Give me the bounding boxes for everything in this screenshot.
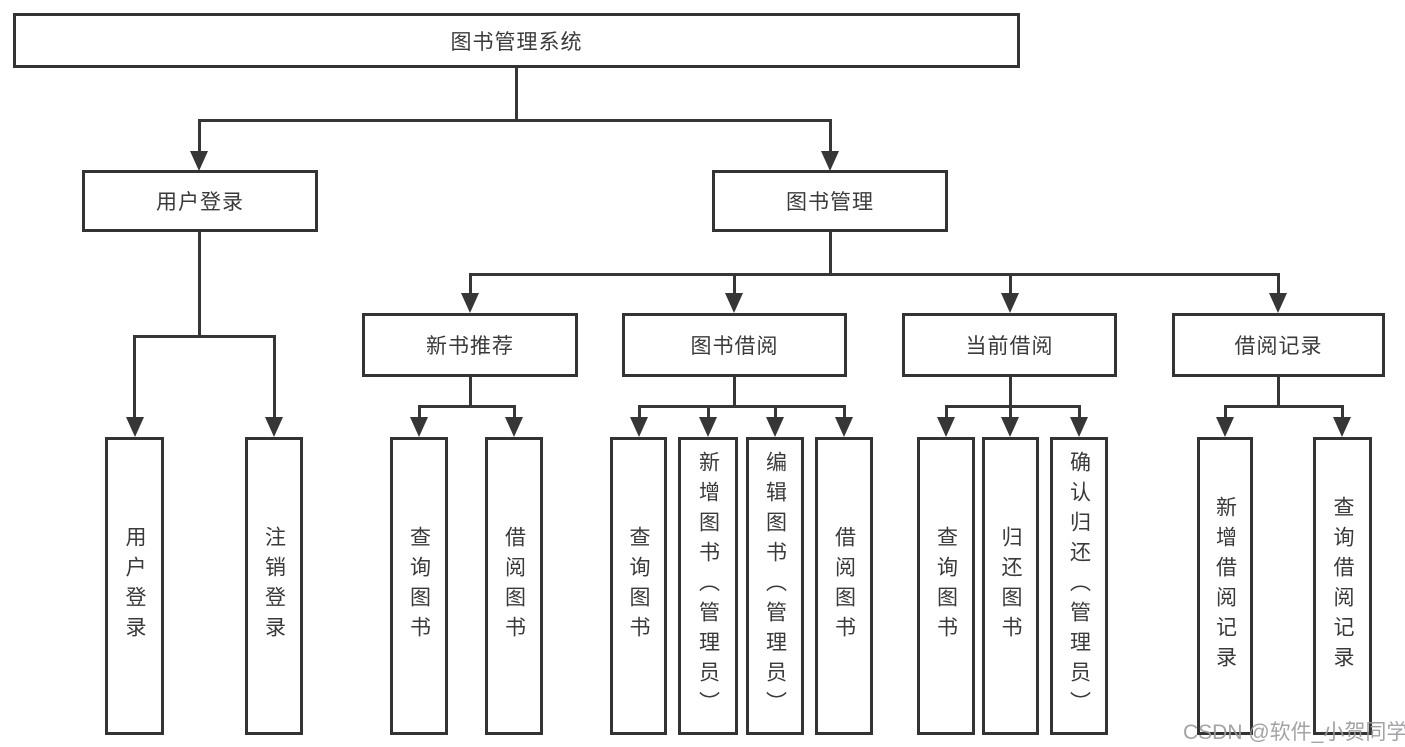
leaf-label: 新增图书（管理员）: [696, 451, 720, 721]
node-book-management: 图书管理: [712, 170, 948, 232]
connector-line: [1009, 376, 1012, 407]
connector-line: [829, 232, 832, 276]
arrow-down-icon: [190, 151, 208, 171]
node-label: 当前借阅: [965, 335, 1054, 358]
connector-line: [945, 405, 948, 419]
leaf-label: 查询图书: [407, 526, 431, 646]
connector-line: [469, 376, 472, 407]
leaf-label: 确认归还（管理员）: [1067, 451, 1091, 721]
node-label: 图书管理系统: [450, 30, 583, 54]
arrow-down-icon: [699, 417, 717, 437]
arrow-down-icon: [725, 293, 743, 313]
arrow-down-icon: [821, 151, 839, 171]
connector-line: [469, 273, 1280, 276]
connector-line: [1277, 376, 1280, 407]
arrow-down-icon: [265, 417, 283, 437]
node-label: 借阅记录: [1234, 335, 1323, 358]
watermark: CSDN @软件_小贺同学: [1183, 721, 1405, 744]
connector-line: [418, 405, 421, 419]
leaf-return-books: 归还图书: [982, 437, 1039, 735]
leaf-borrow-query-books: 查询图书: [610, 437, 667, 735]
leaf-recommend-borrow-books: 借阅图书: [485, 437, 543, 735]
connector-line: [273, 335, 276, 419]
leaf-label: 归还图书: [999, 526, 1022, 646]
node-library-system: 图书管理系统: [13, 13, 1020, 68]
connector-line: [418, 405, 516, 408]
arrow-down-icon: [1333, 417, 1351, 437]
leaf-label: 新增借阅记录: [1213, 496, 1237, 676]
connector-line: [469, 273, 472, 296]
connector-line: [513, 405, 516, 419]
leaf-label: 用户登录: [123, 526, 146, 646]
leaf-confirm-return-admin: 确认归还（管理员）: [1050, 437, 1108, 735]
connector-line: [945, 405, 1080, 408]
leaf-query-borrow-record: 查询借阅记录: [1313, 437, 1372, 735]
node-borrow-records: 借阅记录: [1172, 313, 1385, 377]
connector-line: [198, 119, 201, 153]
node-new-book-recommend: 新书推荐: [362, 313, 578, 377]
connector-line: [733, 376, 736, 407]
leaf-logout: 注销登录: [245, 437, 303, 735]
leaf-recommend-query-books: 查询图书: [390, 437, 448, 735]
connector-line: [198, 232, 201, 338]
leaf-label: 查询图书: [934, 526, 958, 646]
connector-line: [707, 405, 710, 419]
node-label: 用户登录: [156, 191, 244, 214]
arrow-down-icon: [505, 417, 523, 437]
arrow-down-icon: [630, 417, 648, 437]
arrow-down-icon: [126, 417, 144, 437]
connector-line: [733, 273, 736, 296]
connector-line: [1009, 405, 1012, 419]
connector-line: [1009, 273, 1012, 296]
leaf-label: 注销登录: [262, 526, 286, 646]
node-current-borrowing: 当前借阅: [902, 313, 1117, 377]
leaf-add-borrow-record: 新增借阅记录: [1197, 437, 1253, 735]
arrow-down-icon: [937, 417, 955, 437]
leaf-label: 借阅图书: [502, 526, 526, 646]
connector-line: [843, 405, 846, 419]
arrow-down-icon: [1001, 293, 1019, 313]
leaf-label: 编辑图书（管理员）: [763, 451, 787, 721]
leaf-user-login: 用户登录: [105, 437, 164, 735]
leaf-label: 查询图书: [627, 526, 650, 646]
connector-line: [133, 335, 275, 338]
arrow-down-icon: [461, 293, 479, 313]
connector-line: [133, 335, 136, 419]
arrow-down-icon: [1001, 417, 1019, 437]
node-book-borrowing: 图书借阅: [622, 313, 847, 377]
arrow-down-icon: [766, 417, 784, 437]
connector-line: [638, 405, 845, 408]
leaf-edit-books-admin: 编辑图书（管理员）: [746, 437, 804, 735]
connector-line: [1078, 405, 1081, 419]
connector-line: [198, 119, 832, 122]
connector-line: [1224, 405, 1344, 408]
node-label: 图书借阅: [690, 335, 779, 358]
arrow-down-icon: [410, 417, 428, 437]
leaf-add-books-admin: 新增图书（管理员）: [678, 437, 738, 735]
arrow-down-icon: [835, 417, 853, 437]
leaf-current-query-books: 查询图书: [917, 437, 975, 735]
connector-line: [1341, 405, 1344, 419]
arrow-down-icon: [1070, 417, 1088, 437]
node-label: 图书管理: [786, 191, 874, 214]
leaf-borrow-books: 借阅图书: [815, 437, 873, 735]
arrow-down-icon: [1269, 293, 1287, 313]
leaf-label: 借阅图书: [832, 526, 856, 646]
connector-line: [1277, 273, 1280, 296]
node-user-login: 用户登录: [82, 170, 318, 232]
leaf-label: 查询借阅记录: [1331, 496, 1354, 676]
connector-line: [1224, 405, 1227, 419]
connector-line: [515, 67, 518, 121]
connector-line: [829, 119, 832, 153]
node-label: 新书推荐: [426, 335, 514, 358]
arrow-down-icon: [1216, 417, 1234, 437]
connector-line: [638, 405, 641, 419]
connector-line: [774, 405, 777, 419]
